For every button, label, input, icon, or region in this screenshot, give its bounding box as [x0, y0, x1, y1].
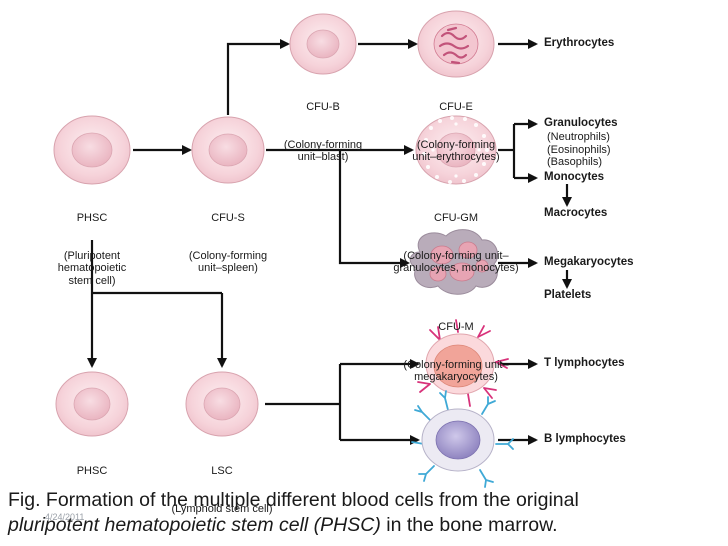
cfu-gm-label: CFU-GM (Colony-forming unit– granulocyte… [376, 187, 536, 287]
output-macrocytes: Macrocytes [544, 207, 608, 219]
phsc-bottom-cell [55, 371, 129, 437]
phsc-top-name: PHSC [76, 212, 108, 224]
caption-line-2: pluripotent hematopoietic stem cell (PHS… [8, 513, 724, 538]
output-monocytes: Monocytes [544, 171, 605, 183]
output-t-lymphocytes: T lymphocytes [544, 357, 625, 369]
caption-line-2-italic: pluripotent hematopoietic stem cell (PHS… [8, 514, 381, 536]
lsc-desc: (Lymphoid stem cell) [171, 502, 273, 515]
output-erythrocytes: Erythrocytes [544, 37, 615, 49]
cfu-b-cell [289, 13, 357, 75]
cfu-gm-cell [415, 115, 497, 185]
cfu-s-label: CFU-S (Colony-forming unit–spleen) [168, 187, 288, 287]
cfu-gm-desc: (Colony-forming unit– granulocytes, mono… [393, 249, 519, 275]
cfu-b-name: CFU-B [306, 101, 340, 113]
date-stamp: 4/24/2011 [45, 512, 85, 522]
cfu-gm-name: CFU-GM [434, 212, 478, 224]
cfu-m-cell [409, 229, 498, 295]
phsc-top-desc: (Pluripotent hematopoietic stem cell) [57, 249, 127, 287]
arrow-cfus-to-cfub [226, 39, 290, 115]
lsc-cell [185, 371, 259, 437]
phsc-top-label: PHSC (Pluripotent hematopoietic stem cel… [42, 187, 142, 300]
cfu-s-name: CFU-S [211, 212, 245, 224]
cfu-e-name: CFU-E [439, 101, 473, 113]
cfu-m-name: CFU-M [438, 321, 474, 333]
output-platelets: Platelets [544, 289, 592, 301]
output-b-lymphocytes: B lymphocytes [544, 433, 626, 445]
cfu-e-label: CFU-E (Colony-forming unit–erythrocytes) [386, 76, 526, 176]
output-granulocytes: Granulocytes [544, 117, 618, 129]
t-cell [417, 319, 509, 407]
cfu-b-label: CFU-B (Colony-forming unit–blast) [263, 76, 383, 176]
cfu-e-cell [417, 10, 495, 78]
b-cell [411, 390, 514, 488]
cfu-s-cell [191, 116, 265, 184]
cfu-m-label: CFU-M (Colony-forming unit– megakaryocyt… [376, 296, 536, 396]
lsc-name: LSC [211, 465, 233, 477]
phsc-bottom-label: PHSC [42, 440, 142, 490]
cfu-e-desc: (Colony-forming unit–erythrocytes) [412, 138, 500, 164]
granulocyte-types: (Neutrophils) (Eosinophils) (Basophils) [547, 131, 611, 168]
figure-caption: Fig. Formation of the multiple different… [8, 488, 724, 538]
caption-line-2-rest: in the bone marrow. [380, 514, 558, 536]
cfu-b-desc: (Colony-forming unit–blast) [283, 138, 363, 164]
cfu-s-desc: (Colony-forming unit–spleen) [188, 249, 268, 275]
phsc-top-cell [53, 115, 131, 185]
phsc-bottom-name: PHSC [76, 465, 108, 477]
lsc-label: LSC (Lymphoid stem cell) [152, 440, 292, 528]
output-megakaryocytes: Megakaryocytes [544, 256, 634, 268]
caption-line-1: Fig. Formation of the multiple different… [8, 489, 579, 511]
cfu-m-desc: (Colony-forming unit– megakaryocytes) [403, 358, 509, 384]
arrow-to-cfum [338, 150, 410, 268]
connector-lines [87, 39, 572, 445]
